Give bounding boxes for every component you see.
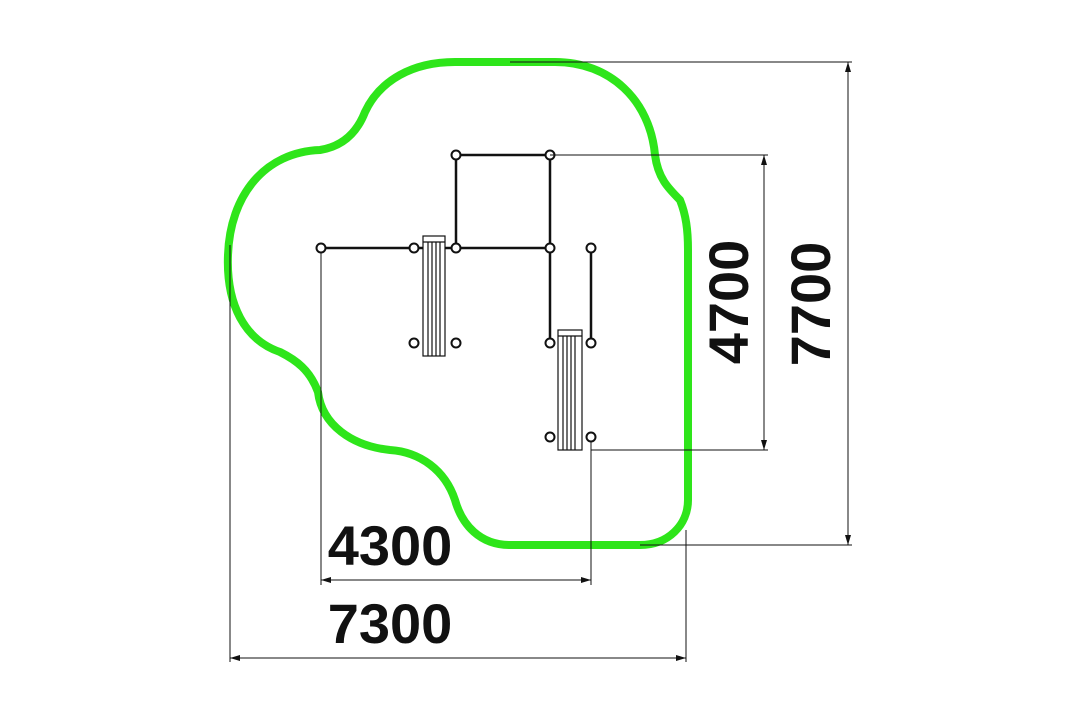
inner-height-label: 4700 bbox=[697, 240, 760, 365]
joint bbox=[450, 149, 462, 161]
bench-right bbox=[557, 329, 583, 451]
joint bbox=[544, 242, 556, 254]
joint bbox=[450, 337, 462, 349]
dimension-arrows bbox=[230, 62, 851, 661]
joint bbox=[315, 242, 327, 254]
safety-zone-outline bbox=[223, 58, 692, 549]
joint bbox=[585, 242, 597, 254]
joint bbox=[544, 431, 556, 443]
joint bbox=[408, 242, 420, 254]
bench-left bbox=[422, 235, 446, 357]
outer-width-label: 7300 bbox=[328, 592, 453, 655]
dimension-lines bbox=[229, 61, 852, 662]
joint bbox=[585, 431, 597, 443]
joint bbox=[544, 337, 556, 349]
inner-width-label: 4300 bbox=[328, 514, 453, 577]
joint bbox=[585, 337, 597, 349]
post-joints bbox=[315, 149, 597, 443]
outer-height-label: 7700 bbox=[779, 242, 842, 367]
joint bbox=[450, 242, 462, 254]
joint bbox=[408, 337, 420, 349]
